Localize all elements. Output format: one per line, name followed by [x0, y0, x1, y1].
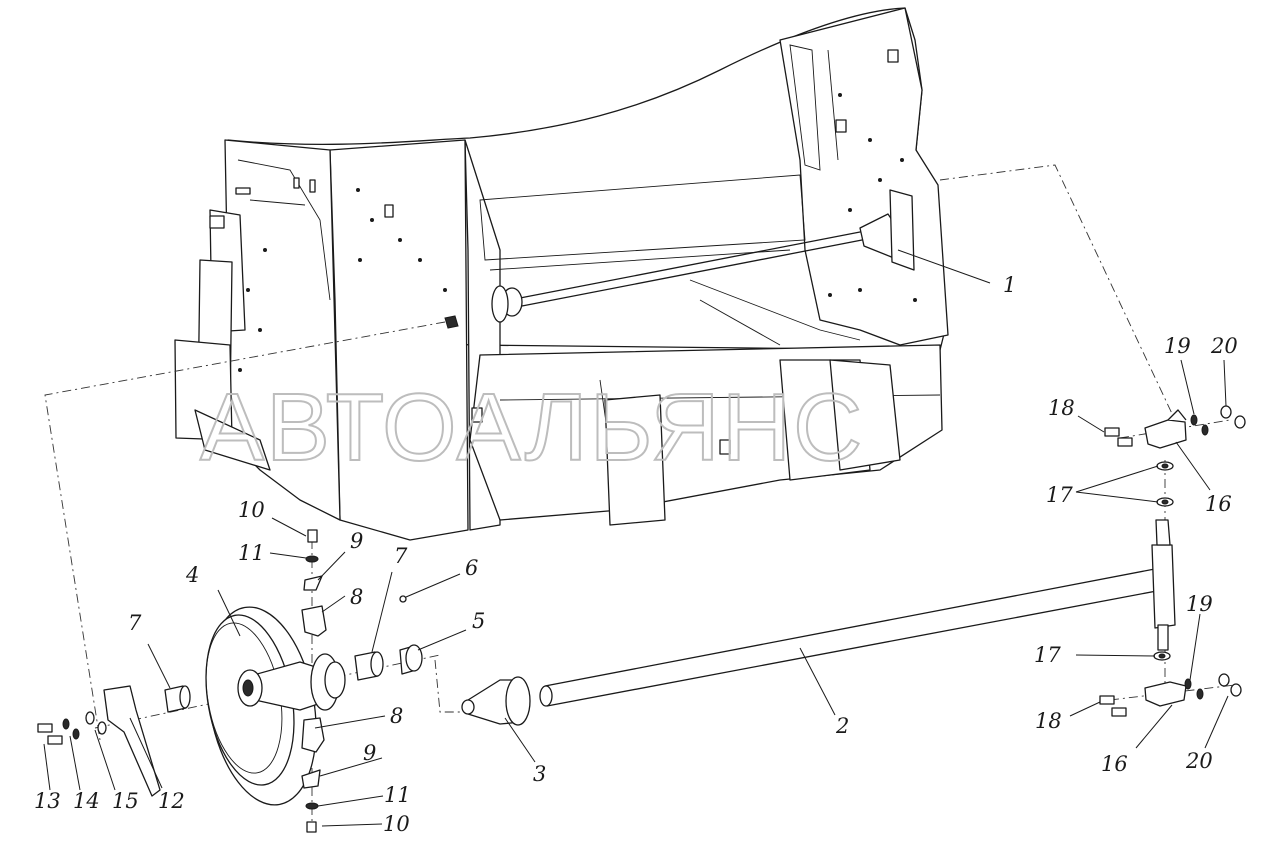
callout-6: 6	[465, 556, 478, 580]
leader-lines	[43, 249, 1229, 827]
part-6-pin	[399, 595, 407, 603]
callout-1: 1	[1003, 273, 1016, 297]
part-11-washer-bottom	[305, 802, 319, 810]
callout-8-top: 8	[350, 585, 363, 609]
part-10-bolt-top	[307, 529, 318, 543]
callout-10-bottom: 10	[383, 812, 410, 836]
watermark: АВТОАЛЬЯНС	[200, 374, 864, 481]
callout-10-top: 10	[238, 498, 265, 522]
callout-7-right: 7	[394, 544, 408, 568]
callout-20-bottom: 20	[1185, 749, 1213, 773]
frame-housing	[174, 7, 949, 541]
part-18-bolts	[1099, 427, 1133, 717]
callout-9-bottom: 9	[363, 741, 376, 765]
callout-18-bottom: 18	[1035, 709, 1062, 733]
part-4-pulley	[205, 606, 346, 806]
callout-17-top: 17	[1046, 483, 1073, 507]
part-7-bushing-left	[164, 685, 191, 713]
callout-19-top: 19	[1164, 334, 1191, 358]
part-5-ring	[399, 644, 423, 675]
part-12-bracket	[103, 685, 161, 797]
part-2-shaft	[539, 519, 1176, 707]
callout-14: 14	[73, 789, 100, 813]
part-11-washer-top	[305, 555, 319, 563]
part-17-washers	[1153, 461, 1174, 661]
callout-9-top: 9	[350, 529, 363, 553]
callout-11-top: 11	[238, 541, 265, 565]
callout-13: 13	[34, 789, 61, 813]
callout-5: 5	[472, 609, 485, 633]
callout-4: 4	[185, 563, 199, 587]
callout-labels: 1 2 3 4 5 6 7 7 8 8 9 9 10 10 11 11 12 1…	[34, 273, 1238, 836]
part-8-clamp-top	[301, 605, 327, 637]
part-14-washers	[62, 718, 80, 740]
part-15-nuts	[85, 711, 107, 735]
callout-12: 12	[158, 789, 185, 813]
part-9-plate-top	[303, 575, 323, 591]
callout-2: 2	[835, 714, 849, 738]
callout-8-bottom: 8	[390, 704, 403, 728]
part-10-bolt-bottom	[306, 821, 317, 833]
part-16-bracket-top	[1144, 409, 1187, 449]
part-16-bracket-bottom	[1144, 681, 1187, 707]
part-13-bolts	[37, 723, 63, 745]
part-19-washers	[1184, 414, 1209, 700]
callout-19-bottom: 19	[1186, 592, 1213, 616]
callout-18-top: 18	[1048, 396, 1075, 420]
callout-16-bottom: 16	[1101, 752, 1128, 776]
callout-17-bottom: 17	[1034, 643, 1061, 667]
part-3-cone	[461, 676, 531, 726]
callout-7-left: 7	[128, 611, 142, 635]
callout-3: 3	[533, 762, 546, 786]
part-7-bushing-right	[354, 651, 384, 681]
part-20-nuts	[1218, 405, 1246, 697]
callout-11-bottom: 11	[384, 783, 411, 807]
callout-16-top: 16	[1205, 492, 1232, 516]
callout-20-top: 20	[1210, 334, 1238, 358]
part-9-plate-bottom	[301, 769, 321, 789]
part-8-clamp-bottom	[301, 717, 325, 753]
callout-15: 15	[112, 789, 139, 813]
